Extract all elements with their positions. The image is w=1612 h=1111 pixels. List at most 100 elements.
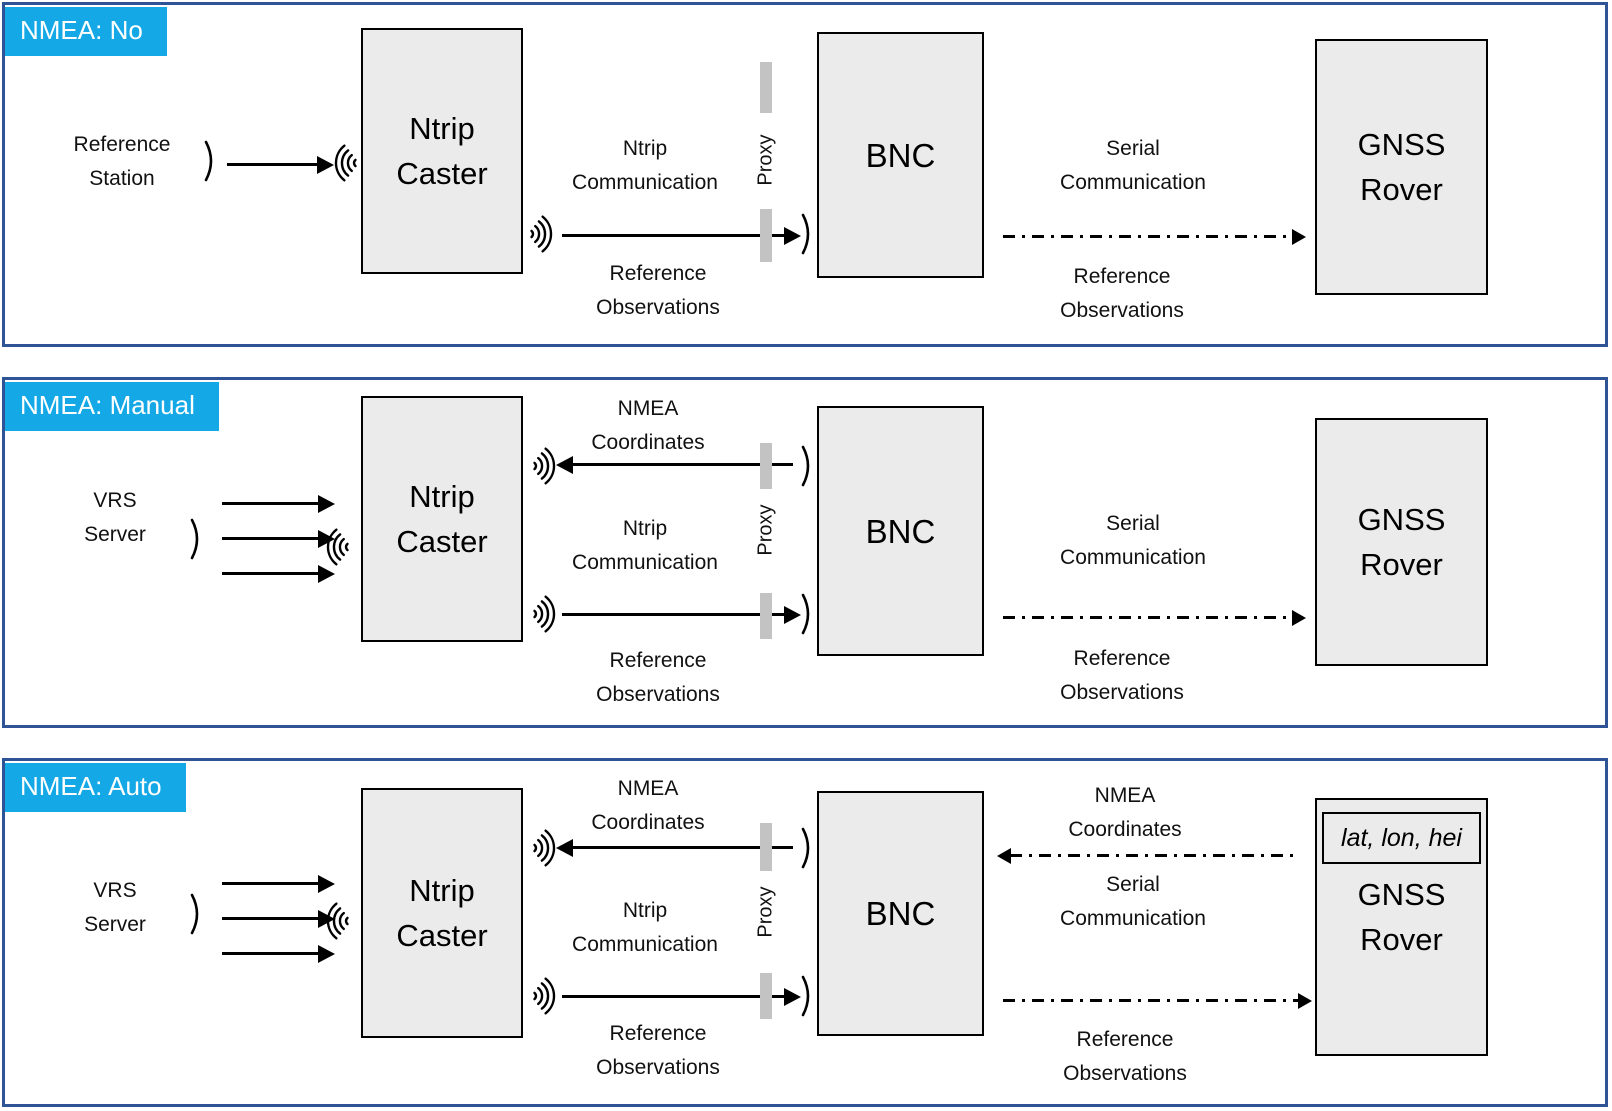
node-bnc: BNC — [817, 791, 984, 1036]
label-line: Communication — [1060, 545, 1206, 569]
label-line: Serial — [1106, 512, 1160, 535]
node-bnc: BNC — [817, 406, 984, 656]
node-ntrip-caster: Ntrip Caster — [361, 788, 523, 1038]
node-gnss-rover: GNSS Rover — [1315, 39, 1488, 295]
arrow-vrs-to-caster — [222, 494, 335, 513]
proxy-wall-segment — [760, 443, 772, 489]
serial-communication-label: Serial Communication — [1060, 507, 1206, 574]
node-label-line: BNC — [865, 136, 936, 174]
label-line: Reference — [609, 1022, 707, 1045]
signal-waves-icon — [533, 977, 556, 1015]
rover-coordinates-box: lat, lon, hei — [1322, 812, 1481, 864]
signal-wave-icon — [801, 827, 810, 869]
signal-wave-icon — [801, 213, 810, 255]
proxy-wall-segment — [760, 593, 772, 639]
reference-observations-label: Reference Observations — [596, 257, 720, 324]
label-line: Observations — [596, 1055, 720, 1079]
label-line: Observations — [1063, 1061, 1187, 1085]
node-label-line: BNC — [865, 512, 936, 550]
proxy-wall-segment — [760, 209, 772, 262]
node-gnss-rover: GNSS Rover — [1315, 418, 1488, 666]
label-line: Reference — [609, 262, 707, 285]
arrow-rover-to-bnc-nmea — [997, 847, 1298, 864]
label-line: Coordinates — [591, 430, 705, 454]
serial-communication-label: Serial Communication — [1060, 132, 1206, 199]
signal-wave-icon — [204, 140, 213, 182]
node-label-line: Caster — [396, 524, 488, 559]
label-line: Ntrip — [622, 899, 668, 922]
proxy-label: Proxy — [754, 504, 777, 556]
node-label: GNSS Rover — [1317, 872, 1486, 962]
arrow-station-to-caster — [227, 155, 334, 174]
label-line: Serial — [1106, 873, 1160, 896]
signal-waves-icon — [533, 447, 556, 485]
node-label-line: Ntrip — [409, 873, 475, 908]
label-line: Communication — [572, 550, 718, 574]
node-label-line: Ntrip — [409, 479, 475, 514]
nmea-coordinates-label: NMEA Coordinates — [1068, 779, 1181, 846]
panel-tag: NMEA: No — [5, 7, 167, 56]
label-line: Observations — [596, 295, 720, 319]
arrow-bnc-to-rover — [1003, 609, 1306, 626]
label-line: Serial — [1106, 137, 1160, 160]
signal-waves-icon — [326, 528, 349, 566]
label-line: Reference — [1073, 265, 1171, 288]
label-line: Reference — [609, 649, 707, 672]
arrow-caster-to-bnc — [562, 987, 801, 1006]
label-line: Reference — [1073, 647, 1171, 670]
label-line: Server — [84, 912, 146, 936]
signal-wave-icon — [190, 893, 199, 935]
ntrip-communication-label: Ntrip Communication — [572, 132, 718, 199]
arrow-bnc-to-caster-nmea — [556, 838, 793, 857]
arrow-vrs-to-caster — [222, 909, 335, 928]
arrow-bnc-to-rover — [1003, 228, 1306, 245]
node-ntrip-caster: Ntrip Caster — [361, 396, 523, 642]
label-line: VRS — [93, 489, 137, 512]
label-line: Reference — [73, 133, 171, 156]
node-gnss-rover: lat, lon, hei GNSS Rover — [1315, 798, 1488, 1056]
label-line: Communication — [1060, 906, 1206, 930]
label-line: Coordinates — [591, 810, 705, 834]
arrow-vrs-to-caster — [222, 944, 335, 963]
proxy-label: Proxy — [754, 886, 777, 938]
proxy-wall-segment — [760, 62, 772, 113]
arrow-bnc-to-rover — [1003, 992, 1312, 1009]
node-label-line: GNSS — [1357, 127, 1446, 162]
panel-nmea-auto: NMEA: Auto NMEA Coordinates VRS Server N… — [2, 758, 1608, 1107]
label-line: Ntrip — [622, 517, 668, 540]
arrow-vrs-to-caster — [222, 564, 335, 583]
signal-wave-icon — [190, 518, 199, 560]
ntrip-communication-label: Ntrip Communication — [572, 512, 718, 579]
label-line: NMEA — [617, 397, 679, 420]
signal-waves-icon — [326, 902, 349, 940]
panel-tag: NMEA: Auto — [5, 763, 186, 812]
label-line: Station — [89, 166, 155, 190]
proxy-wall-segment — [760, 973, 772, 1019]
label-line: NMEA — [1094, 784, 1156, 807]
label-line: VRS — [93, 879, 137, 902]
panel-nmea-no: NMEA: No Reference Station Ntrip Caster … — [2, 2, 1608, 347]
reference-observations-label: Reference Observations — [596, 1017, 720, 1084]
reference-station-label: Reference Station — [74, 128, 171, 195]
signal-wave-icon — [801, 975, 810, 1017]
label-line: Server — [84, 522, 146, 546]
label-line: Observations — [596, 682, 720, 706]
reference-observations-label: Reference Observations — [1063, 1023, 1187, 1090]
arrow-caster-to-bnc — [562, 226, 801, 245]
nmea-coordinates-label: NMEA Coordinates — [591, 392, 704, 459]
signal-waves-icon — [530, 215, 553, 253]
reference-observations-label: Reference Observations — [1060, 260, 1184, 327]
serial-communication-label: Serial Communication — [1060, 868, 1206, 935]
signal-wave-icon — [801, 445, 810, 487]
node-label-line: GNSS — [1357, 877, 1446, 912]
node-label-line: Rover — [1360, 922, 1443, 957]
node-label-line: Caster — [396, 918, 488, 953]
node-label-line: BNC — [865, 895, 936, 932]
arrow-vrs-to-caster — [222, 529, 335, 548]
label-line: Communication — [1060, 170, 1206, 194]
vrs-server-label: VRS Server — [84, 874, 146, 941]
label-line: Ntrip — [622, 137, 668, 160]
label-line: NMEA — [617, 777, 679, 800]
node-ntrip-caster: Ntrip Caster — [361, 28, 523, 274]
